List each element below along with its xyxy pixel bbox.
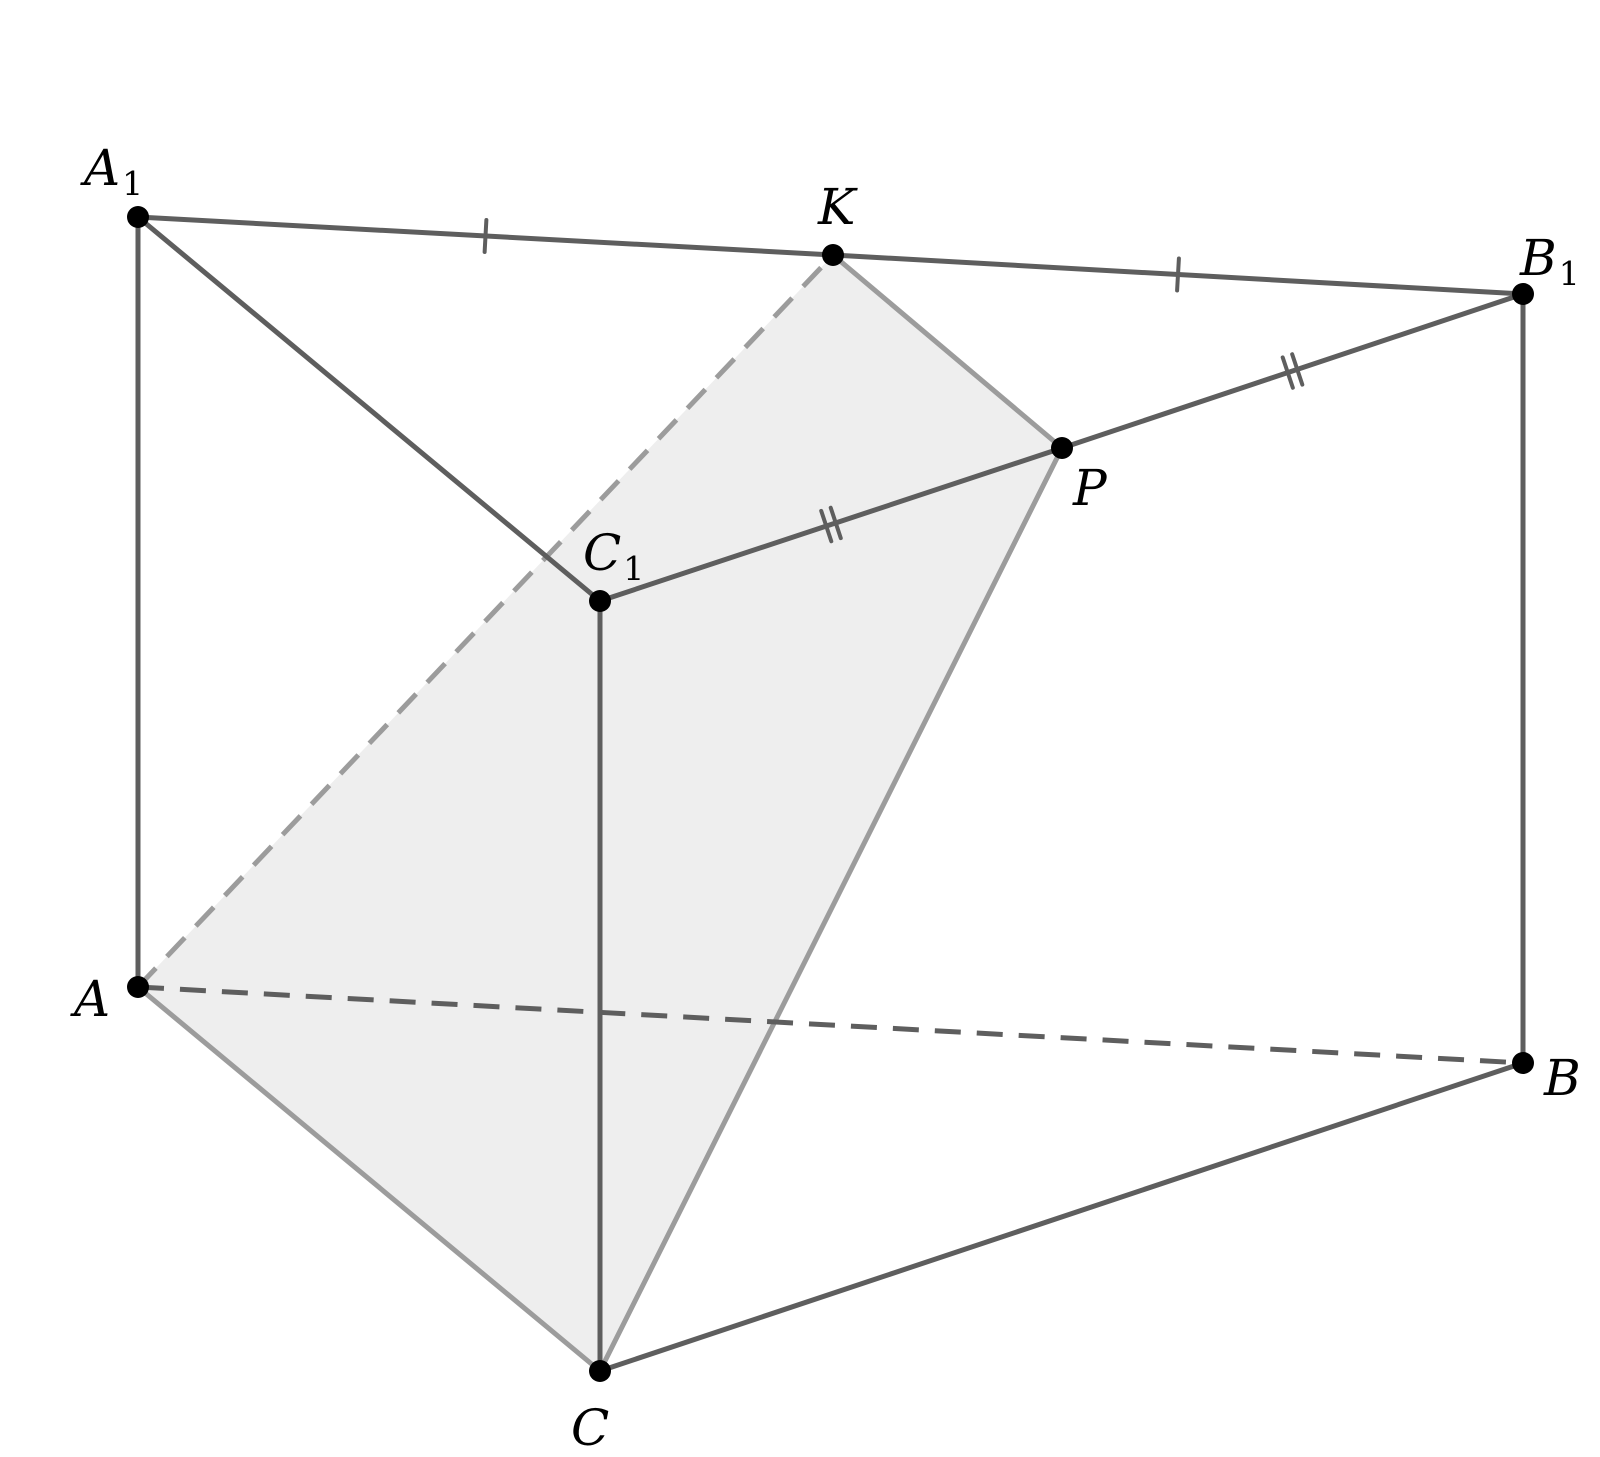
label-subscript: 1 bbox=[1559, 254, 1580, 293]
edges-layer bbox=[135, 214, 1526, 1374]
label-c1: C1 bbox=[583, 524, 644, 588]
points-layer bbox=[127, 206, 1534, 1382]
tick-mark-k-b1 bbox=[1175, 256, 1181, 293]
point-c1 bbox=[589, 590, 611, 612]
edge-p-c bbox=[597, 445, 1065, 1374]
label-p: P bbox=[1072, 459, 1108, 517]
label-letter: C bbox=[583, 524, 621, 582]
tick-mark-p-c1 bbox=[828, 505, 843, 541]
label-letter: K bbox=[817, 178, 858, 236]
edge-b1-p bbox=[1059, 291, 1526, 451]
label-letter: P bbox=[1072, 459, 1108, 517]
label-letter: A bbox=[70, 970, 110, 1028]
edge-a-k bbox=[136, 253, 835, 989]
label-k: K bbox=[817, 178, 858, 236]
edge-c-b bbox=[597, 1060, 1526, 1374]
label-letter: C bbox=[571, 1399, 609, 1457]
label-a: A bbox=[70, 970, 110, 1028]
tick-mark-a1-k bbox=[482, 218, 489, 254]
tick-mark-b1-p bbox=[1290, 352, 1305, 387]
point-b bbox=[1512, 1052, 1534, 1074]
tick-mark-b1-p bbox=[1280, 355, 1295, 390]
point-k bbox=[822, 244, 844, 266]
label-a1: A1 bbox=[80, 139, 143, 203]
label-subscript: 1 bbox=[623, 549, 644, 588]
edge-a-c bbox=[135, 984, 603, 1374]
tick-mark-p-c1 bbox=[819, 508, 834, 544]
point-c bbox=[589, 1360, 611, 1382]
ticks-layer bbox=[482, 218, 1305, 544]
point-b1 bbox=[1512, 283, 1534, 305]
edge-a1-c1 bbox=[135, 214, 603, 604]
label-letter: A bbox=[80, 139, 120, 197]
edge-a-b bbox=[137, 984, 1524, 1066]
point-a bbox=[127, 976, 149, 998]
label-b: B bbox=[1543, 1049, 1581, 1107]
point-p bbox=[1051, 437, 1073, 459]
label-b1: B1 bbox=[1519, 229, 1580, 293]
label-c: C bbox=[571, 1399, 609, 1457]
label-letter: B bbox=[1543, 1049, 1581, 1107]
edge-p-c1 bbox=[597, 445, 1065, 604]
edge-k-p bbox=[830, 252, 1065, 451]
point-a1 bbox=[127, 206, 149, 228]
label-subscript: 1 bbox=[122, 164, 143, 203]
label-letter: B bbox=[1519, 229, 1557, 287]
